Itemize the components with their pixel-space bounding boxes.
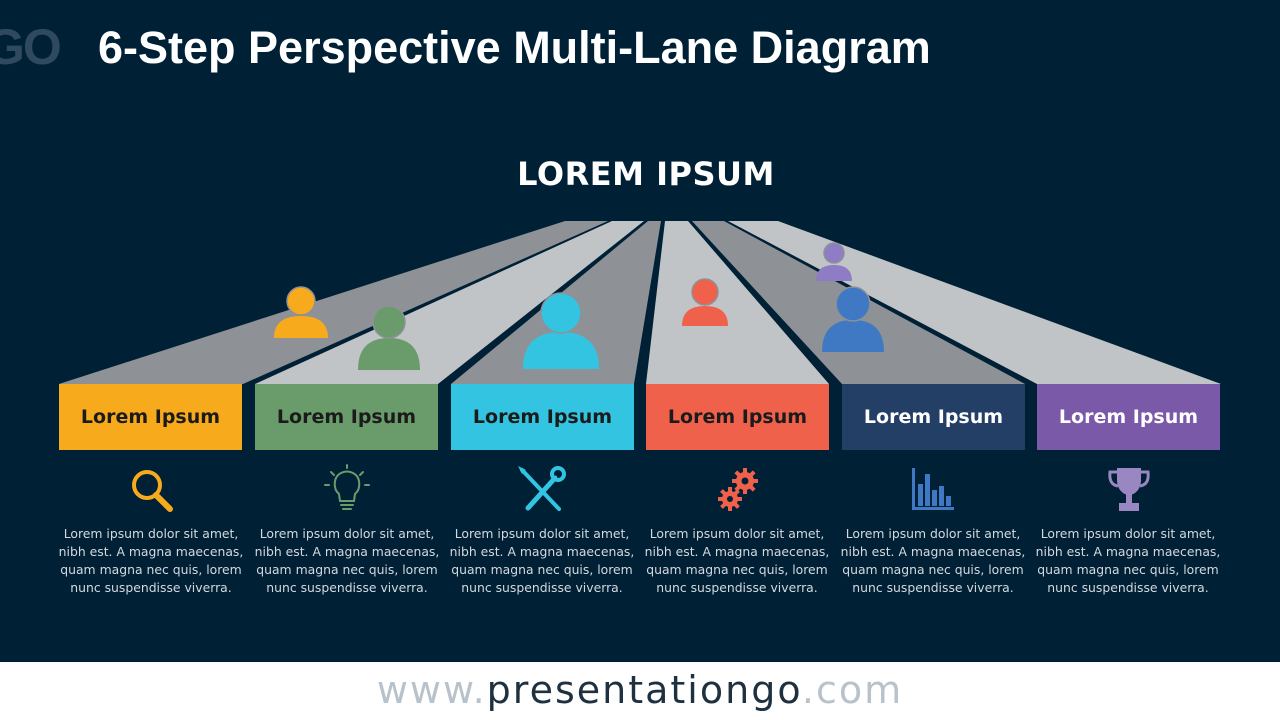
step-4-box: Lorem Ipsum (646, 384, 829, 450)
logo-mark: GO (0, 19, 62, 75)
tools-icon (518, 466, 566, 511)
perspective-lanes (59, 221, 1221, 384)
gears-icon (718, 468, 758, 511)
lane-4 (646, 221, 829, 384)
footer-url: www.presentationgo.com (0, 662, 1280, 720)
person-figure-5 (816, 242, 852, 281)
step-4-label: Lorem Ipsum (667, 406, 808, 428)
step-2-label: Lorem Ipsum (276, 406, 417, 428)
person-figure-1 (274, 286, 328, 338)
lane-6 (728, 221, 1221, 384)
person-figure-3 (523, 292, 599, 369)
slide: GO 6-Step Perspective Multi-Lane Diagram… (0, 0, 1280, 662)
person-figure-4 (682, 278, 728, 326)
step-1-label: Lorem Ipsum (80, 406, 221, 428)
step-3-box: Lorem Ipsum (451, 384, 634, 450)
step-2-description: Lorem ipsum dolor sit amet, nibh est. A … (254, 526, 440, 595)
bar-chart-icon (912, 468, 954, 510)
footer-brand: presentationgo (486, 668, 802, 712)
footer-prefix: www. (376, 668, 487, 712)
step-2-box: Lorem Ipsum (255, 384, 438, 450)
step-5-label: Lorem Ipsum (863, 406, 1004, 428)
diagram-heading: LOREM IPSUM (517, 155, 775, 193)
slide-title: 6-Step Perspective Multi-Lane Diagram (98, 22, 931, 73)
step-6-box: Lorem Ipsum (1037, 384, 1220, 450)
magnifier-icon (132, 470, 173, 512)
lane-2 (255, 221, 644, 384)
footer-suffix: .com (801, 668, 904, 712)
step-1-description: Lorem ipsum dolor sit amet, nibh est. A … (58, 526, 244, 595)
step-1-box: Lorem Ipsum (59, 384, 242, 450)
trophy-icon (1108, 468, 1150, 511)
lane-1 (59, 221, 608, 384)
step-5-box: Lorem Ipsum (842, 384, 1025, 450)
step-5-description: Lorem ipsum dolor sit amet, nibh est. A … (840, 526, 1026, 595)
lightbulb-icon (324, 464, 370, 510)
step-3-description: Lorem ipsum dolor sit amet, nibh est. A … (449, 526, 635, 595)
person-figure-6 (822, 286, 884, 352)
step-4-description: Lorem ipsum dolor sit amet, nibh est. A … (644, 526, 830, 595)
person-figure-2 (358, 305, 420, 370)
step-3-label: Lorem Ipsum (472, 406, 613, 428)
step-6-label: Lorem Ipsum (1058, 406, 1199, 428)
step-6-description: Lorem ipsum dolor sit amet, nibh est. A … (1035, 526, 1221, 595)
